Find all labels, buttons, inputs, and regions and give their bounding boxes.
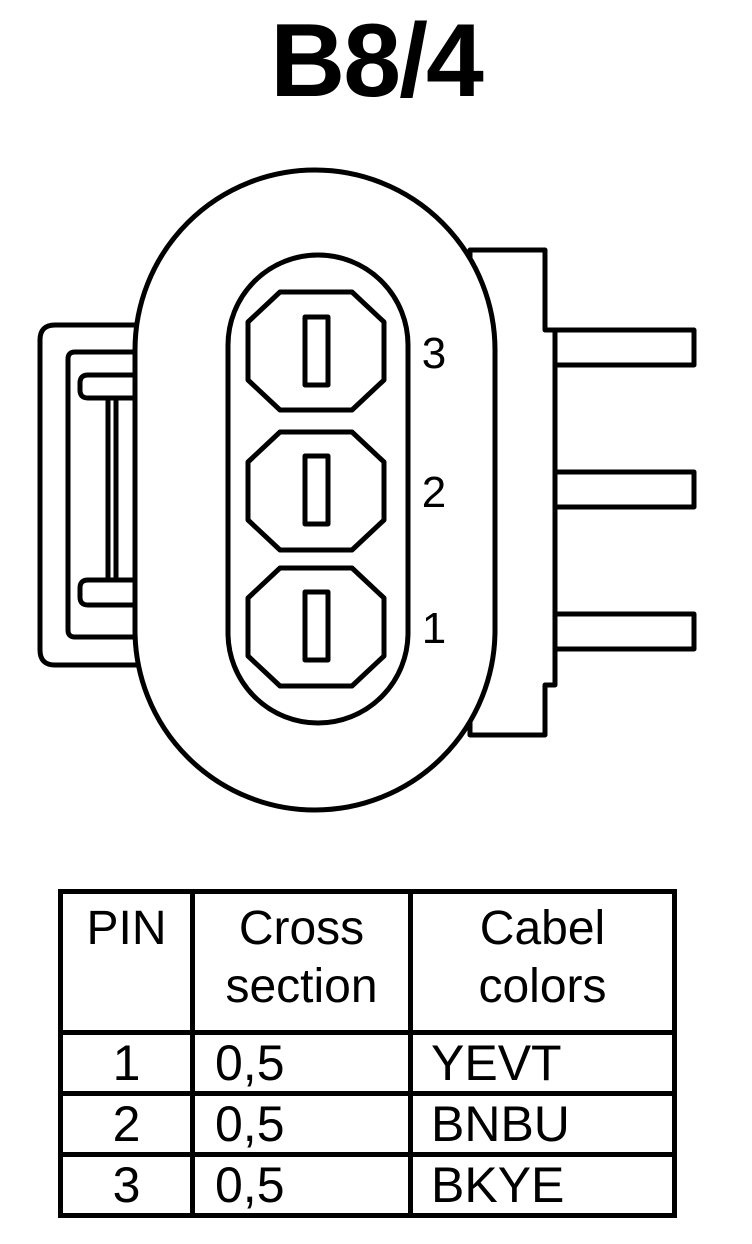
terminal-pin-middle (549, 469, 697, 510)
pin-number-cell: 1 (58, 1030, 195, 1096)
pin-number-cell: 3 (58, 1152, 195, 1218)
pin-assignment-table: PIN Cross section Cabel colors 1 0,5 YEV… (58, 889, 677, 1218)
contact-slot-1 (302, 589, 331, 663)
cross-section-cell: 0,5 (190, 1030, 413, 1096)
contact-slot-3 (302, 314, 331, 388)
terminal-pin-top (549, 327, 697, 368)
cable-color-cell: BNBU (408, 1091, 677, 1157)
header-cross-section: Cross section (190, 889, 413, 1035)
cable-color-cell: BKYE (408, 1152, 677, 1218)
latch-inner (65, 349, 185, 640)
header-colors-line2: colors (478, 960, 607, 1013)
cross-section-cell: 0,5 (190, 1091, 413, 1157)
terminal-pin-bottom (549, 611, 697, 652)
connector-diagram: 3 2 1 (37, 167, 697, 813)
cross-section-cell: 0,5 (190, 1152, 413, 1218)
table-row: 3 0,5 BKYE (58, 1152, 677, 1218)
pin-label-2: 2 (422, 468, 446, 517)
header-cross-line1: Cross (238, 902, 365, 955)
header-pin-label: PIN (86, 902, 167, 955)
header-cross-line2: section (225, 960, 378, 1013)
pin-label-1: 1 (422, 604, 446, 653)
header-colors-line1: Cabel (479, 902, 606, 955)
table-header-row: PIN Cross section Cabel colors (58, 889, 677, 1035)
pin-number-cell: 2 (58, 1091, 195, 1157)
contact-slot-2 (302, 453, 331, 527)
header-cable-colors: Cabel colors (408, 889, 677, 1035)
cable-color-cell: YEVT (408, 1030, 677, 1096)
latch-spring-bar (105, 395, 119, 583)
pin-label-3: 3 (422, 329, 446, 378)
table-row: 2 0,5 BNBU (58, 1091, 677, 1157)
connector-title: B8/4 (270, 3, 484, 119)
header-pin: PIN (58, 889, 195, 1035)
table-row: 1 0,5 YEVT (58, 1030, 677, 1096)
